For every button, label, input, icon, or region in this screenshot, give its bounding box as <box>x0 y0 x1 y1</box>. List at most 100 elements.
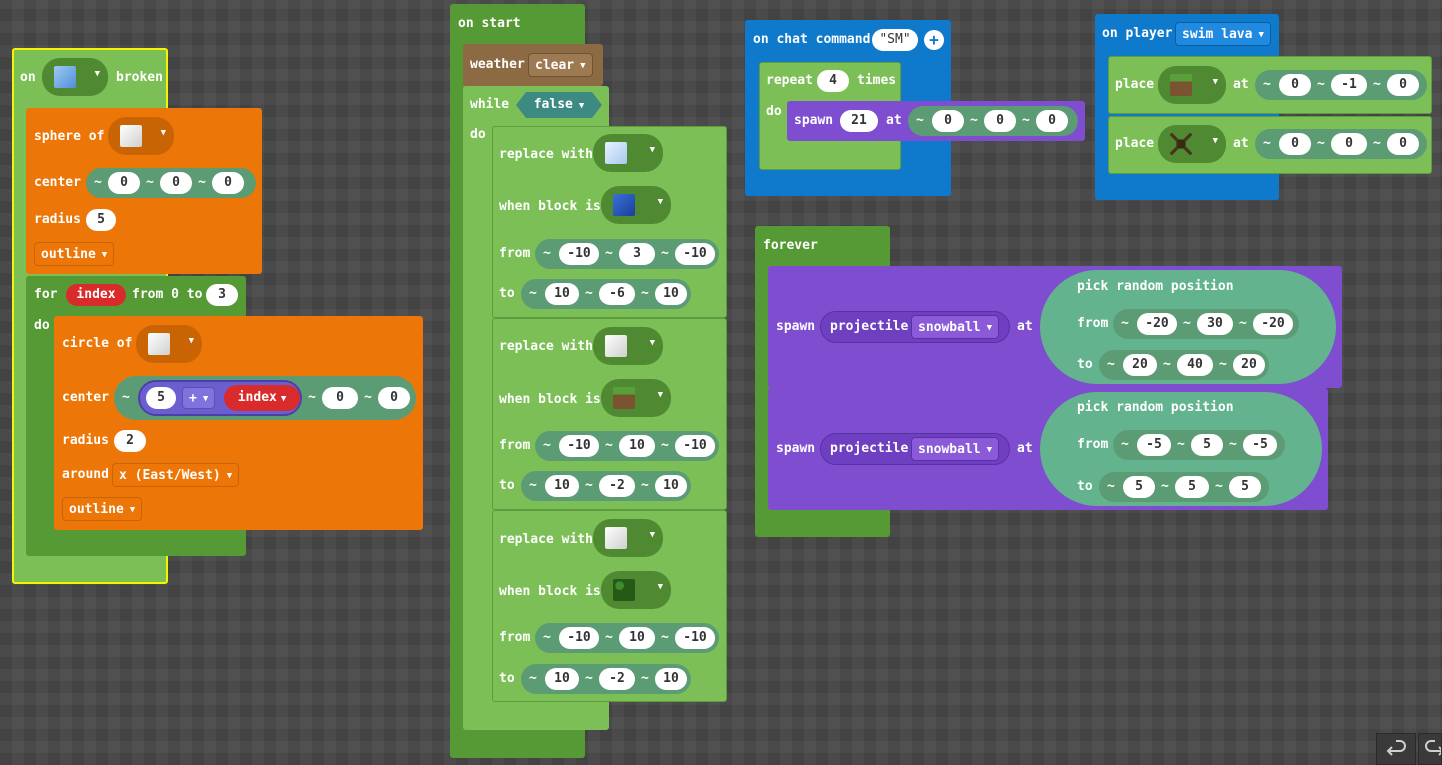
pos-y[interactable]: 30 <box>1197 313 1233 335</box>
pos-x[interactable]: 0 <box>932 110 964 132</box>
redo-button[interactable] <box>1418 733 1442 765</box>
pos-x[interactable]: 5 <box>1123 476 1155 498</box>
when-block-label: when block is <box>499 584 601 599</box>
place-position[interactable]: ~ 0 ~ -1 ~ 0 <box>1255 70 1427 100</box>
sphere-mode-dropdown[interactable]: outline▼ <box>34 242 115 266</box>
spawn-position[interactable]: ~ 0 ~ 0 ~ 0 <box>908 106 1078 136</box>
player-event-dropdown[interactable]: swim lava▼ <box>1175 22 1271 46</box>
circle-mode-dropdown[interactable]: outline▼ <box>62 497 143 521</box>
circle-label: circle of <box>62 336 133 351</box>
replace-with-dropdown[interactable]: ▼ <box>593 519 663 557</box>
when-block-dropdown[interactable]: ▼ <box>601 571 671 609</box>
to-label: to <box>499 286 515 301</box>
index-variable[interactable]: index <box>66 284 126 306</box>
pos-z[interactable]: -20 <box>1253 313 1293 335</box>
pos-y[interactable]: 10 <box>619 627 655 649</box>
pos-y[interactable]: 40 <box>1177 354 1213 376</box>
pos-z[interactable]: 10 <box>655 475 687 497</box>
pos-x[interactable]: 10 <box>545 475 579 497</box>
pos-y[interactable]: 0 <box>1331 133 1367 155</box>
sphere-block-dropdown[interactable]: ▼ <box>108 117 174 155</box>
pos-y[interactable]: 0 <box>984 110 1016 132</box>
projectile-dropdown[interactable]: snowball▼ <box>911 315 1000 339</box>
pos-x[interactable]: 0 <box>1279 133 1311 155</box>
place-block-dropdown[interactable]: ▼ <box>1158 66 1226 104</box>
pos-z[interactable]: 10 <box>655 668 687 690</box>
pos-y[interactable]: 5 <box>1191 434 1223 456</box>
pos-y[interactable]: 0 <box>322 387 358 409</box>
projectile-dropdown[interactable]: snowball▼ <box>911 437 1000 461</box>
math-operator[interactable]: +▼ <box>182 387 216 409</box>
from-position[interactable]: ~ -10 ~ 3 ~ -10 <box>535 239 719 269</box>
pos-x[interactable]: -10 <box>559 435 599 457</box>
when-block-dropdown[interactable]: ▼ <box>601 379 671 417</box>
index-variable[interactable]: index▼ <box>224 385 300 411</box>
pos-z[interactable]: -10 <box>675 435 715 457</box>
circle-center-position[interactable]: ~ 5 +▼ index▼ ~ 0 ~ 0 <box>114 376 416 420</box>
pos-x[interactable]: -10 <box>559 243 599 265</box>
pos-x[interactable]: 10 <box>545 668 579 690</box>
pos-z[interactable]: 0 <box>1387 133 1419 155</box>
from-position[interactable]: ~ -10 ~ 10 ~ -10 <box>535 623 719 653</box>
to-position[interactable]: ~ 20 ~ 40 ~ 20 <box>1099 350 1269 380</box>
replace-with-dropdown[interactable]: ▼ <box>593 134 663 172</box>
projectile-selector[interactable]: projectile snowball▼ <box>820 433 1010 465</box>
place-block-dropdown[interactable]: ▼ <box>1158 125 1226 163</box>
projectile-selector[interactable]: projectile snowball▼ <box>820 311 1010 343</box>
from-position[interactable]: ~ -20 ~ 30 ~ -20 <box>1113 309 1299 339</box>
broken-block-dropdown[interactable]: ▼ <box>42 58 108 96</box>
pos-z[interactable]: 0 <box>1036 110 1068 132</box>
from-position[interactable]: ~ -5 ~ 5 ~ -5 <box>1113 430 1285 460</box>
pos-x[interactable]: 10 <box>545 283 579 305</box>
place-position[interactable]: ~ 0 ~ 0 ~ 0 <box>1255 129 1427 159</box>
pos-z[interactable]: -10 <box>675 627 715 649</box>
undo-button[interactable] <box>1376 733 1416 765</box>
math-left[interactable]: 5 <box>146 387 176 409</box>
from-position[interactable]: ~ -10 ~ 10 ~ -10 <box>535 431 719 461</box>
pos-z[interactable]: -10 <box>675 243 715 265</box>
pos-x[interactable]: -5 <box>1137 434 1171 456</box>
pos-z[interactable]: 10 <box>655 283 687 305</box>
pos-z[interactable]: -5 <box>1243 434 1277 456</box>
weather-dropdown[interactable]: clear▼ <box>528 53 593 77</box>
at-label: at <box>1017 319 1033 334</box>
circle-radius-input[interactable]: 2 <box>114 430 146 452</box>
pos-z[interactable]: 0 <box>1387 74 1419 96</box>
to-position[interactable]: ~ 10 ~ -6 ~ 10 <box>521 279 691 309</box>
axis-dropdown[interactable]: x (East/West)▼ <box>112 463 240 487</box>
chat-command-input[interactable]: "SM" <box>872 29 918 51</box>
when-block-dropdown[interactable]: ▼ <box>601 186 671 224</box>
pos-x[interactable]: -10 <box>559 627 599 649</box>
for-to-input[interactable]: 3 <box>206 284 238 306</box>
pos-z[interactable]: 5 <box>1229 476 1261 498</box>
pos-x[interactable]: 0 <box>108 172 140 194</box>
circle-block-dropdown[interactable]: ▼ <box>136 325 202 363</box>
pos-y[interactable]: -1 <box>1331 74 1367 96</box>
pos-z[interactable]: 20 <box>1233 354 1265 376</box>
pos-x[interactable]: -20 <box>1137 313 1177 335</box>
pos-x[interactable]: 20 <box>1123 354 1157 376</box>
mob-input[interactable]: 21 <box>840 110 878 132</box>
pos-y[interactable]: 5 <box>1175 476 1209 498</box>
pos-y[interactable]: -2 <box>599 475 635 497</box>
while-condition-dropdown[interactable]: false▼ <box>516 92 602 118</box>
math-expression[interactable]: 5 +▼ index▼ <box>138 380 302 416</box>
circle-block[interactable] <box>54 316 423 530</box>
pos-y[interactable]: 10 <box>619 435 655 457</box>
pos-x[interactable]: 0 <box>1279 74 1311 96</box>
to-position[interactable]: ~ 5 ~ 5 ~ 5 <box>1099 472 1269 502</box>
pos-y[interactable]: 0 <box>160 172 192 194</box>
pos-z[interactable]: 0 <box>378 387 410 409</box>
leaves-block-icon <box>613 579 635 601</box>
to-position[interactable]: ~ 10 ~ -2 ~ 10 <box>521 664 691 694</box>
pos-y[interactable]: -6 <box>599 283 635 305</box>
repeat-count-input[interactable]: 4 <box>817 70 849 92</box>
pos-y[interactable]: 3 <box>619 243 655 265</box>
to-position[interactable]: ~ 10 ~ -2 ~ 10 <box>521 471 691 501</box>
sphere-center-position[interactable]: ~ 0 ~ 0 ~ 0 <box>86 168 256 198</box>
pos-z[interactable]: 0 <box>212 172 244 194</box>
pos-y[interactable]: -2 <box>599 668 635 690</box>
sphere-radius-input[interactable]: 5 <box>86 209 116 231</box>
replace-with-dropdown[interactable]: ▼ <box>593 327 663 365</box>
add-parameter-icon[interactable]: + <box>924 30 944 50</box>
